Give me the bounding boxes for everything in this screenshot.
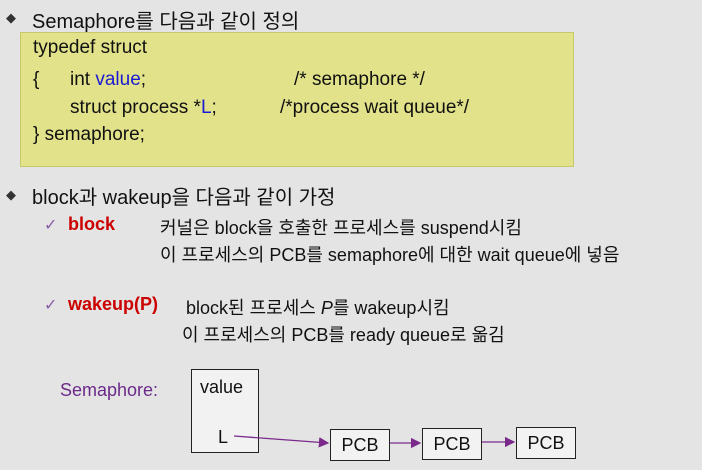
block-desc-line-2: 이 프로세스의 PCB를 semaphore에 대한 wait queue에 넣… <box>160 245 620 265</box>
wakeup-desc-line-2: 이 프로세스의 PCB를 ready queue로 옮김 <box>182 325 505 345</box>
code-line-4: } semaphore; <box>33 124 145 145</box>
code-line-2: int value; <box>70 69 146 91</box>
block-desc-line-1: 커널은 block을 호출한 프로세스를 suspend시킴 <box>160 218 522 238</box>
wakeup-line1-p: P <box>320 298 333 318</box>
code-type-struct-process: struct process * <box>70 97 201 118</box>
wakeup-desc-line-1: block된 프로세스 P를 wakeup시킴 <box>186 294 450 320</box>
semaphore-label: Semaphore: <box>60 380 159 400</box>
section1-heading: Semaphore를 다음과 같이 정의 <box>32 11 300 33</box>
l-label: L <box>218 427 229 447</box>
diamond-bullet-icon: ◆ <box>6 187 16 202</box>
wakeup-term: wakeup(P) <box>68 294 159 314</box>
value-label: value <box>200 377 244 397</box>
diamond-bullet-icon: ◆ <box>6 10 16 25</box>
wakeup-line1-pre: block된 프로세스 <box>186 298 321 318</box>
checkmark-icon: ✓ <box>44 297 58 314</box>
code-var-L: L <box>200 97 212 118</box>
pcb-box-1: PCB <box>330 429 390 461</box>
code-semicolon: ; <box>211 97 217 118</box>
code-var-value: value <box>95 69 141 90</box>
pcb-box-3: PCB <box>516 427 576 459</box>
wakeup-line1-post: 를 wakeup시킴 <box>332 298 450 318</box>
section2-heading: block과 wakeup을 다음과 같이 가정 <box>32 187 336 209</box>
code-type-int: int <box>70 69 91 90</box>
code-comment-wait-queue: /*process wait queue*/ <box>280 97 470 118</box>
semaphore-box <box>191 369 259 453</box>
code-semicolon: ; <box>140 69 147 90</box>
code-comment-semaphore: /* semaphore */ <box>294 69 425 90</box>
code-line-3: struct process *L; <box>70 97 217 119</box>
code-box <box>20 32 574 167</box>
checkmark-icon: ✓ <box>44 217 58 234</box>
pcb-box-2: PCB <box>422 428 482 460</box>
arrow-l-to-pcb1 <box>233 435 330 448</box>
code-open-brace: { <box>33 69 40 90</box>
code-line-1: typedef struct <box>33 37 148 58</box>
block-term: block <box>68 214 116 234</box>
